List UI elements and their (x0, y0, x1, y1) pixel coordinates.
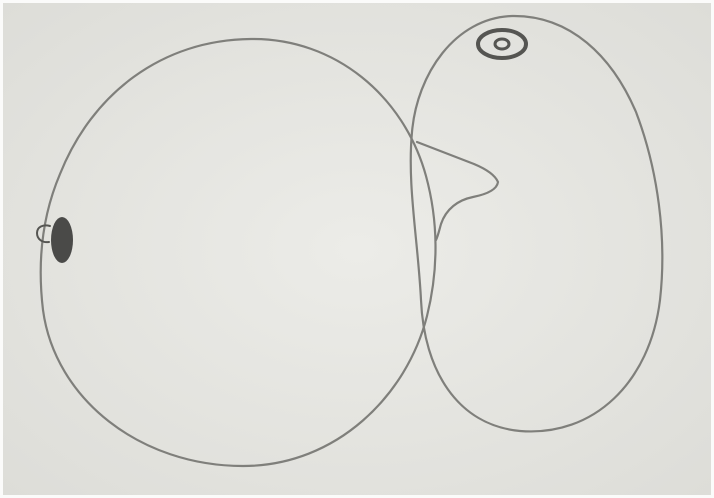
small-dark-blob (51, 217, 73, 263)
